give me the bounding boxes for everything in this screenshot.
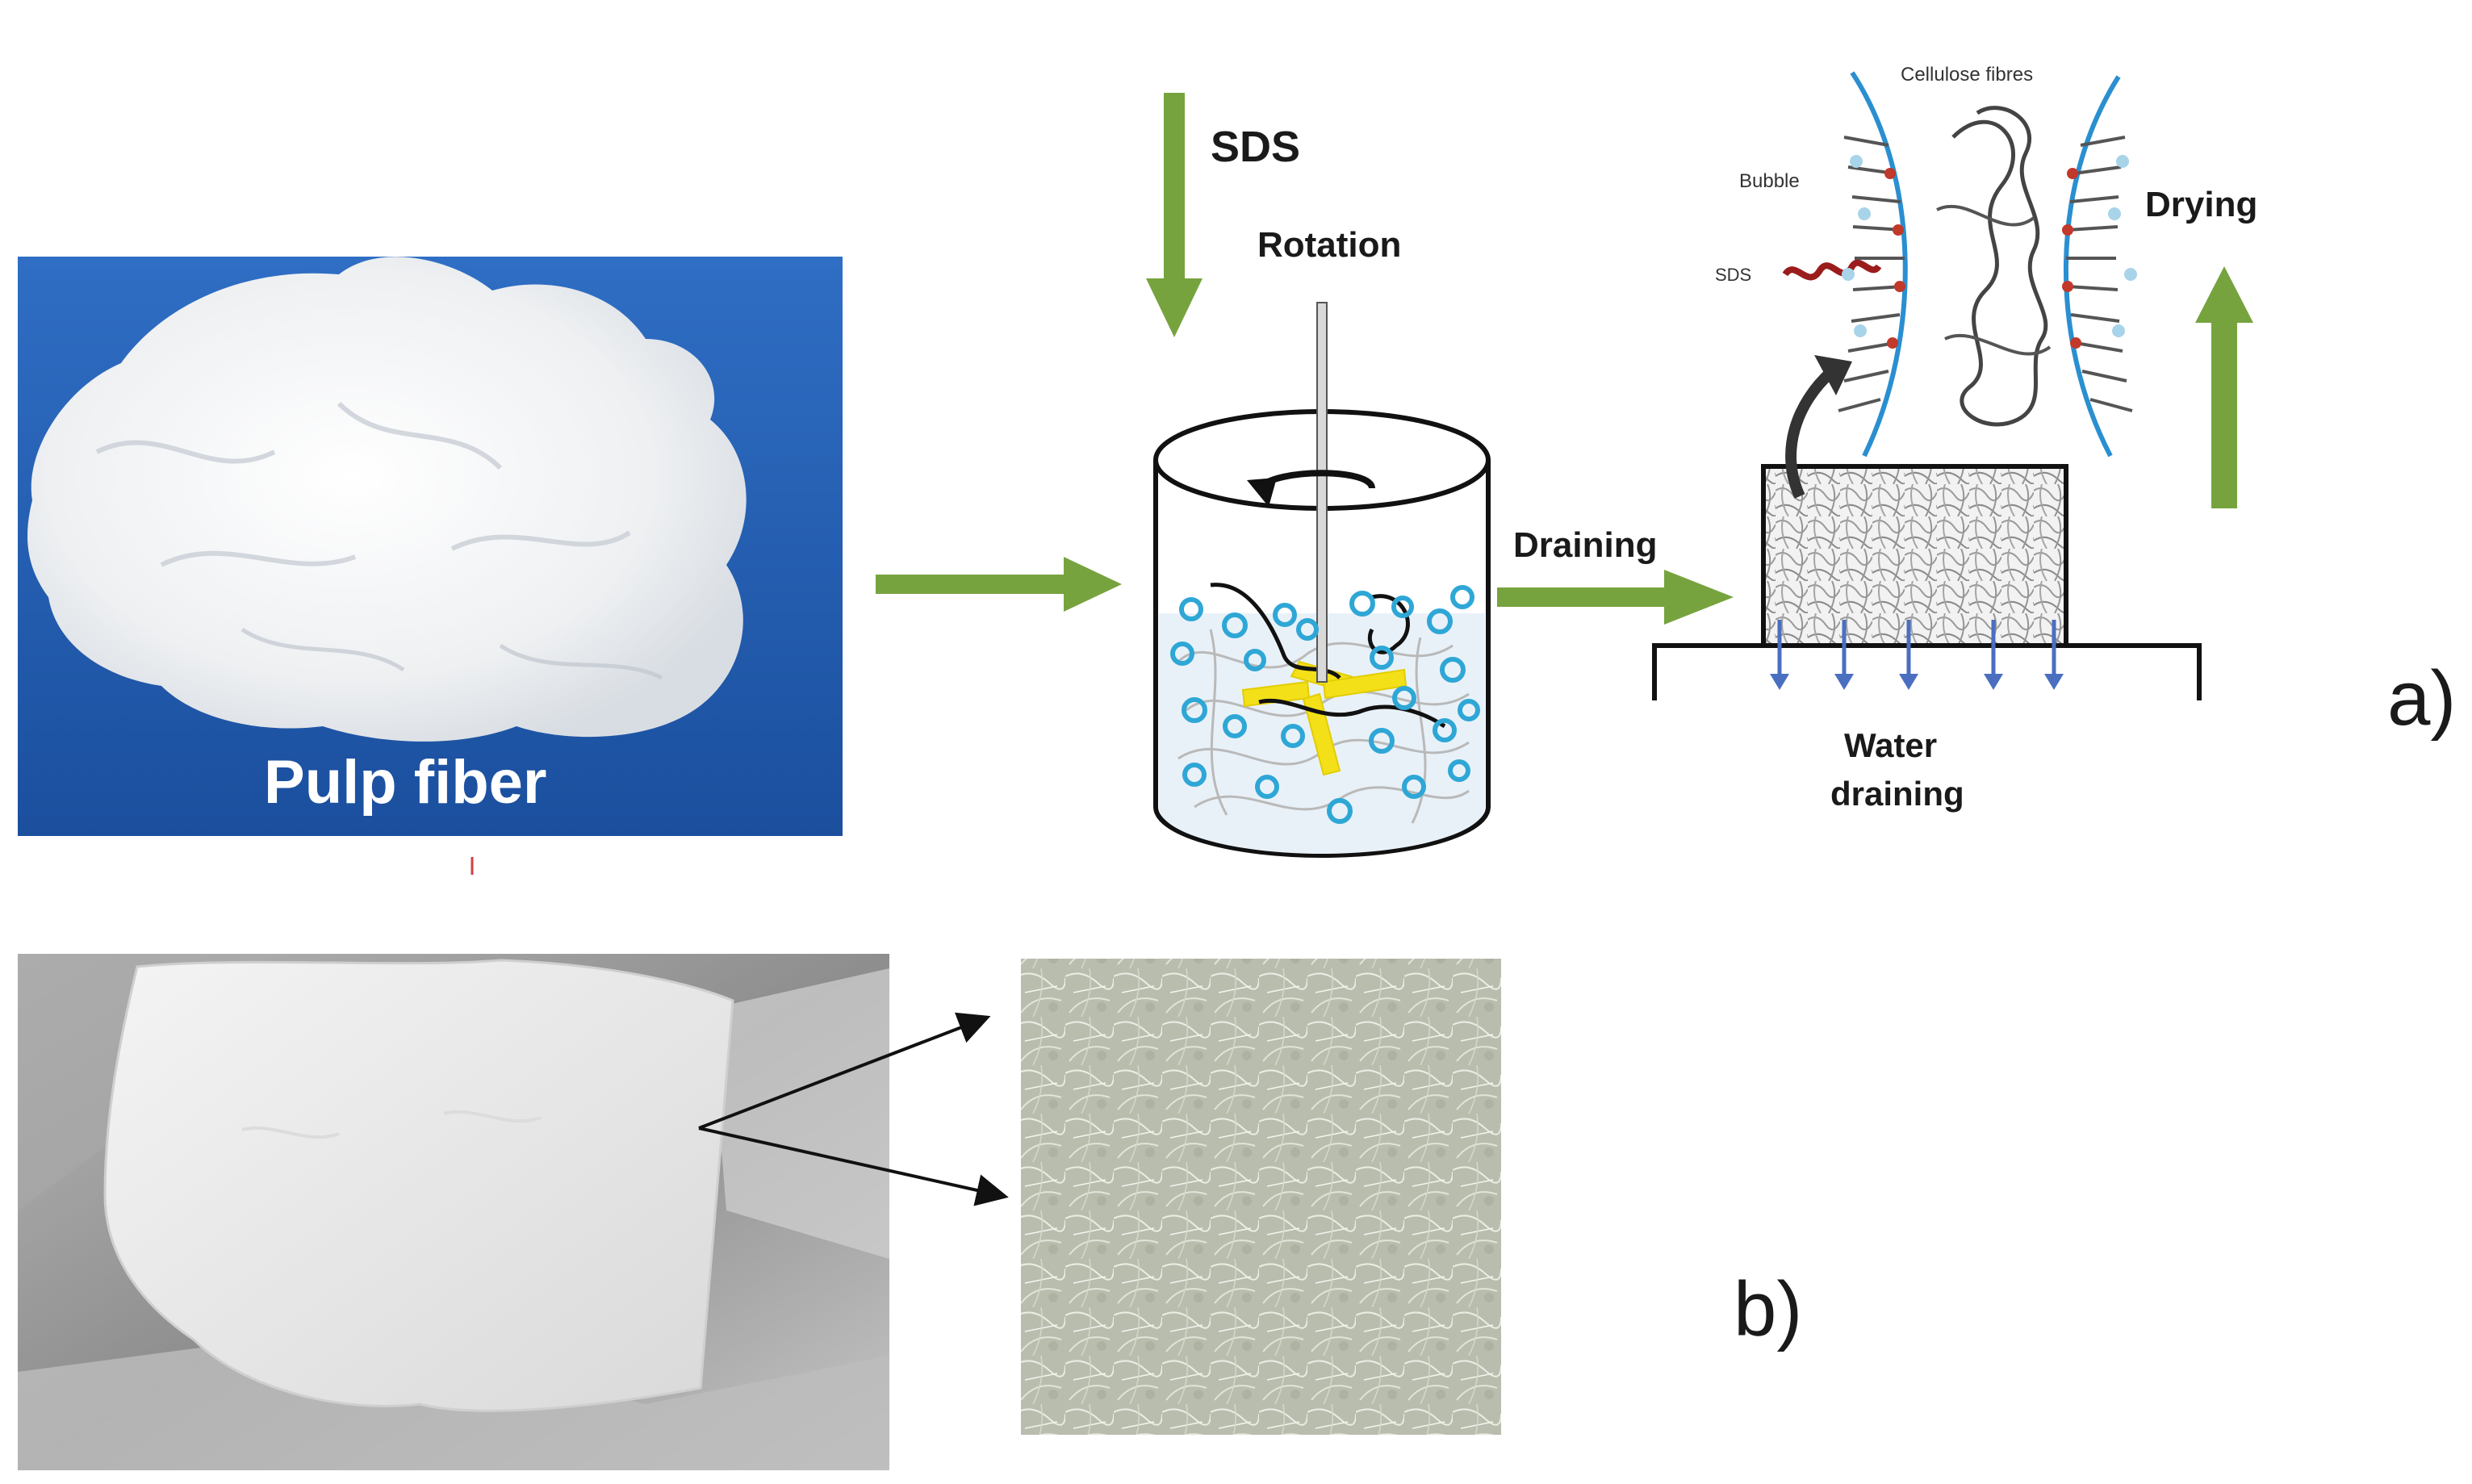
cellulose-tangle bbox=[1951, 106, 2048, 427]
sds-label: SDS bbox=[1211, 123, 1300, 171]
sds-molecule bbox=[1782, 259, 1882, 281]
microscopy-image bbox=[1021, 959, 1501, 1435]
zoom-arrow bbox=[1785, 366, 1836, 499]
surfactant-tails bbox=[1838, 136, 2133, 412]
bubbles bbox=[1170, 585, 1480, 824]
panel-a-label: a) bbox=[2387, 655, 2456, 742]
cellulose-fibre-left bbox=[1850, 71, 1908, 458]
panel-b-label: b) bbox=[1734, 1266, 1802, 1352]
foam-block-photo bbox=[18, 954, 889, 1470]
arrow-to-mixer bbox=[876, 557, 1122, 612]
mixer-shaft bbox=[1316, 302, 1328, 683]
draining-label: Draining bbox=[1513, 525, 1657, 565]
pulp-fiber-photo: Pulp fiber bbox=[18, 257, 843, 836]
water-drain-arrows bbox=[1777, 620, 2056, 678]
water-draining-line2: draining bbox=[1830, 775, 1964, 813]
zoom-arrow-bottom bbox=[698, 1127, 1009, 1206]
cellulose-fibre-right bbox=[2063, 75, 2121, 458]
pulp-fiber-caption: Pulp fiber bbox=[264, 748, 546, 817]
bubble-label: Bubble bbox=[1739, 170, 1800, 192]
drain-table bbox=[1652, 643, 2202, 700]
rotation-label: Rotation bbox=[1257, 225, 1401, 265]
sds-heads bbox=[1884, 168, 2081, 349]
pulp-fiber-mass bbox=[27, 257, 747, 742]
water-draining-line1: Water bbox=[1844, 726, 1937, 764]
drain-mold: Water draining bbox=[1652, 355, 2202, 813]
bubble-dots bbox=[1842, 155, 2137, 337]
drying-up-arrow bbox=[2195, 266, 2253, 508]
inset-sds-label: SDS bbox=[1715, 265, 1751, 285]
sds-down-arrow bbox=[1146, 93, 1203, 337]
foam-block bbox=[103, 959, 734, 1412]
zoom-arrow-top bbox=[698, 1012, 991, 1130]
mixer-beaker bbox=[1153, 302, 1491, 858]
drying-label: Drying bbox=[2145, 185, 2257, 224]
draining-arrow bbox=[1497, 570, 1734, 625]
fiber-mat-box bbox=[1761, 464, 2068, 648]
cellulose-fibres-label: Cellulose fibres bbox=[1901, 64, 2033, 86]
cellulose-inset: Cellulose fibres Bubble SDS bbox=[1715, 64, 2137, 458]
